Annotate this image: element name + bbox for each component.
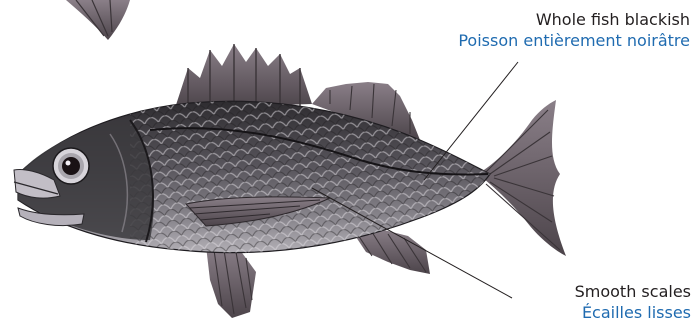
- label-smooth-scales-en: Smooth scales: [575, 281, 691, 302]
- pelvic-fin: [206, 246, 256, 318]
- caudal-fin: [478, 100, 566, 256]
- partial-fin-top-left: [66, 0, 130, 40]
- label-whole-fish-blackish-en: Whole fish blackish: [458, 9, 690, 30]
- label-smooth-scales-fr: Écailles lisses: [575, 302, 691, 323]
- callout-blackish: Whole fish blackish Poisson entièrement …: [458, 9, 690, 51]
- fish-eye: [53, 148, 89, 184]
- label-whole-fish-blackish-fr: Poisson entièrement noirâtre: [458, 30, 690, 51]
- fish-head: [14, 118, 154, 242]
- callout-smooth-scales: Smooth scales Écailles lisses: [575, 281, 691, 323]
- spiny-dorsal-fin: [175, 44, 312, 108]
